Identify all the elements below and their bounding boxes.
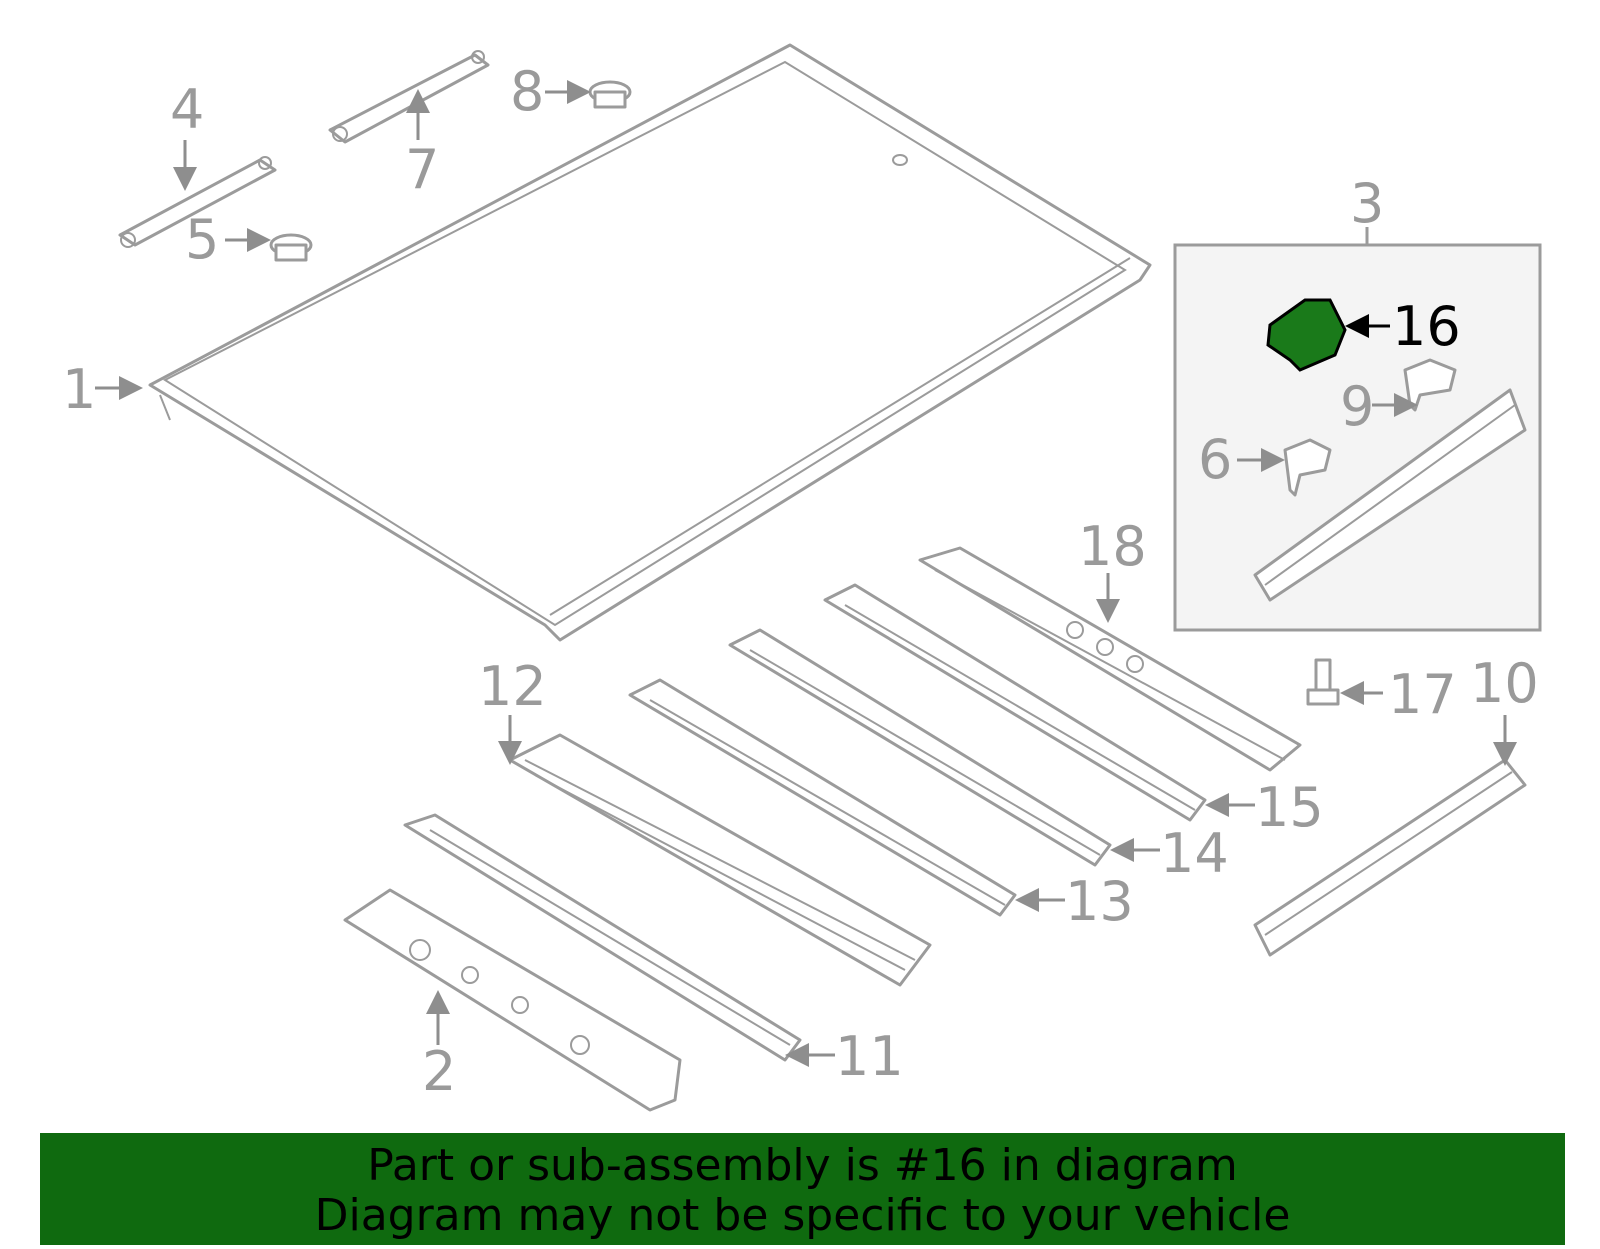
front-header-2 (343, 888, 682, 1112)
banner-line-1: Part or sub-assembly is #16 in diagram (367, 1140, 1238, 1191)
roof-bow-15 (823, 583, 1207, 822)
assembly-box-3 (1173, 227, 1542, 632)
callout-3: 3 (1350, 172, 1384, 235)
roof-panel (148, 43, 1152, 642)
arrows (95, 80, 1517, 1067)
callout-7: 7 (405, 138, 439, 201)
grommet-8 (588, 80, 632, 109)
callout-17: 17 (1388, 663, 1457, 726)
roof-bow-13 (628, 678, 1017, 917)
highlighted-part-16 (1266, 298, 1347, 372)
callout-1: 1 (62, 358, 96, 421)
callout-14: 14 (1160, 822, 1229, 885)
callout-labels: 1 2 3 4 5 6 7 8 9 10 11 12 13 14 15 16 1… (62, 60, 1539, 1103)
callout-6: 6 (1198, 428, 1232, 491)
callout-13: 13 (1065, 870, 1134, 933)
roof-bow-11 (403, 813, 802, 1062)
bracket-7 (328, 50, 490, 144)
callout-9: 9 (1340, 375, 1374, 438)
info-banner: Part or sub-assembly is #16 in diagram D… (40, 1133, 1565, 1245)
callout-12: 12 (478, 655, 547, 718)
callout-8: 8 (510, 60, 544, 123)
side-rail-10 (1253, 758, 1527, 957)
roof-bow-14 (728, 628, 1112, 867)
roof-bow-12 (508, 733, 932, 987)
callout-11: 11 (835, 1025, 904, 1088)
callout-16: 16 (1392, 295, 1461, 358)
callout-10: 10 (1470, 652, 1539, 715)
bracket-4 (118, 156, 277, 248)
callout-2: 2 (422, 1040, 456, 1103)
callout-4: 4 (170, 78, 204, 141)
grommet-5 (269, 233, 313, 262)
bolt-17 (1306, 658, 1340, 706)
callout-15: 15 (1255, 776, 1324, 839)
callout-5: 5 (185, 208, 219, 271)
banner-line-2: Diagram may not be specific to your vehi… (314, 1190, 1291, 1241)
callout-18: 18 (1078, 515, 1147, 578)
roof-bow-18 (918, 546, 1302, 772)
